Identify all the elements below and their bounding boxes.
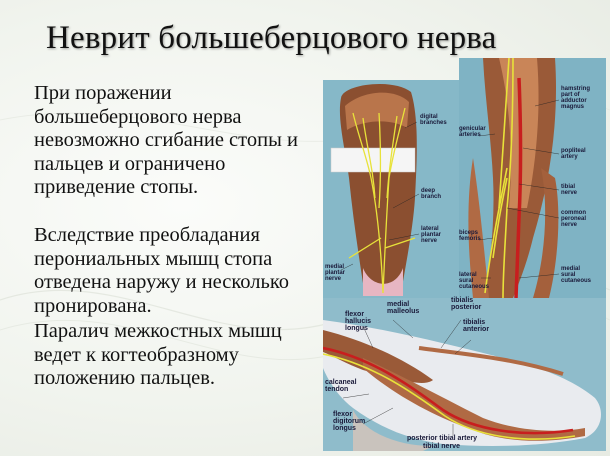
slide-title: Неврит большеберцового нерва (46, 20, 497, 56)
paragraph-interosseous: Паралич межкостных мышц ведет к когтеобр… (34, 320, 282, 389)
label-tibial-nerve-ankle: tibial nerve (423, 443, 460, 450)
paragraph-peroneal: Вследствие преобладания перониальных мыш… (34, 224, 290, 317)
paragraph-flexion: При поражении большеберцового нерва нево… (34, 82, 298, 198)
plantar-foot-illustration (330, 84, 420, 297)
popliteal-region-illustration (468, 58, 560, 299)
label-posterior-tibial-artery: posterior tibial artery (407, 435, 477, 442)
medial-ankle-illustration (323, 298, 606, 451)
